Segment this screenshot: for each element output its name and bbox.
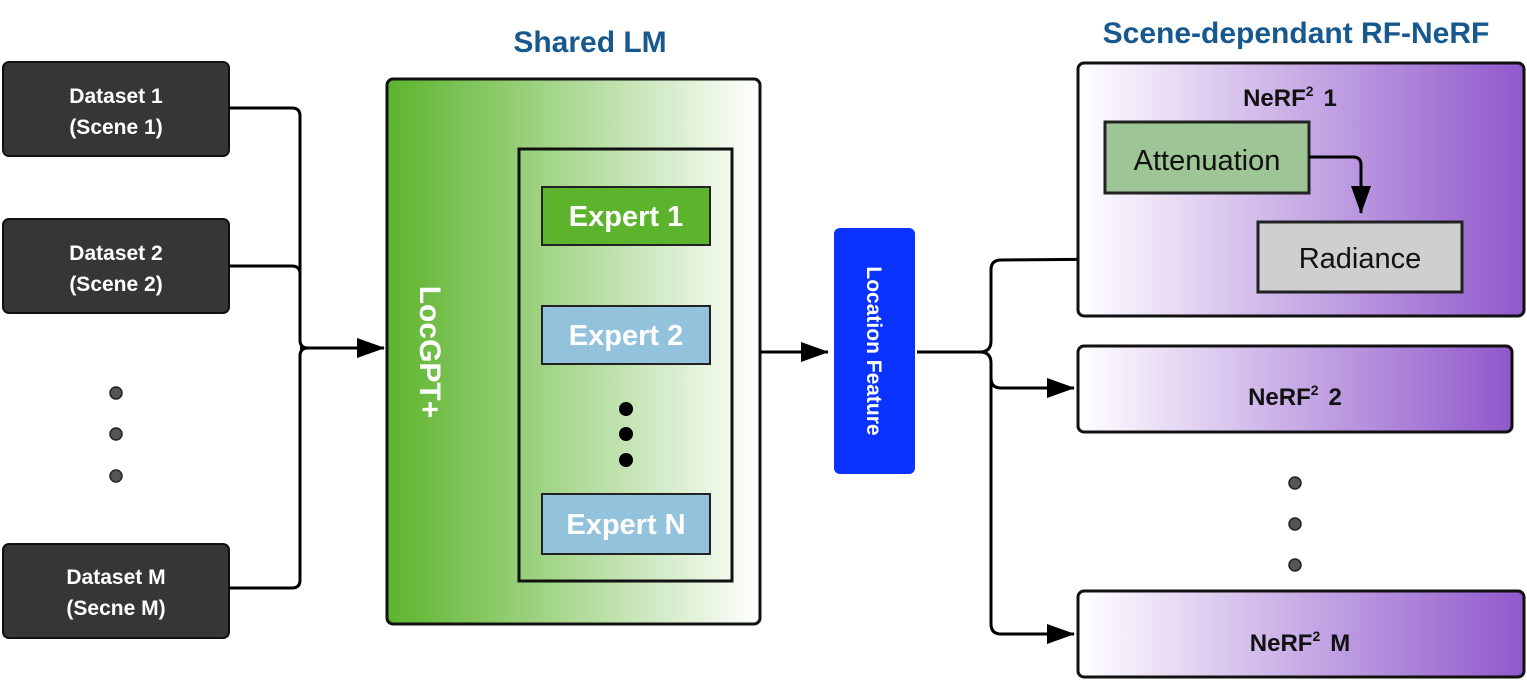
expert-2: Expert 2	[541, 305, 711, 365]
dataset-1-scene: (Scene 1)	[69, 116, 162, 139]
radiance-label: Radiance	[1299, 243, 1422, 275]
locgpt-label: LocGPT+	[413, 286, 446, 419]
feature-connectors	[917, 248, 1253, 644]
dataset-box-1: Dataset 1 (Scene 1)	[2, 61, 230, 157]
expert-2-label: Expert 2	[569, 320, 683, 352]
location-feature-label: Location Feature	[862, 266, 885, 435]
expert-ellipsis	[619, 402, 633, 467]
nerf-ellipsis	[1288, 476, 1302, 572]
attenuation-to-radiance-arrow	[1309, 155, 1371, 214]
location-feature-box: Location Feature	[834, 228, 915, 474]
expert-container	[517, 147, 734, 583]
radiance-box	[1256, 220, 1464, 294]
dataset-m-name: Dataset M	[66, 566, 165, 589]
expert-n: Expert N	[541, 493, 711, 555]
shared-lm-title: Shared LM	[513, 26, 666, 59]
expert-1-label: Expert 1	[569, 201, 683, 233]
dataset-1-name: Dataset 1	[69, 85, 163, 108]
dataset-ellipsis	[109, 386, 123, 483]
attenuation-label: Attenuation	[1134, 145, 1281, 177]
dataset-m-scene: (Secne M)	[66, 597, 165, 620]
dataset-box-m: Dataset M (Secne M)	[2, 543, 230, 639]
dataset-2-name: Dataset 2	[69, 242, 162, 265]
dataset-box-2: Dataset 2 (Scene 2)	[2, 218, 230, 314]
expert-n-label: Expert N	[566, 509, 685, 541]
dataset-connectors	[229, 106, 385, 590]
scene-nerf-title: Scene-dependant RF-NeRF	[1103, 17, 1490, 50]
expert-1: Expert 1	[541, 186, 711, 246]
dataset-2-scene: (Scene 2)	[69, 273, 162, 296]
